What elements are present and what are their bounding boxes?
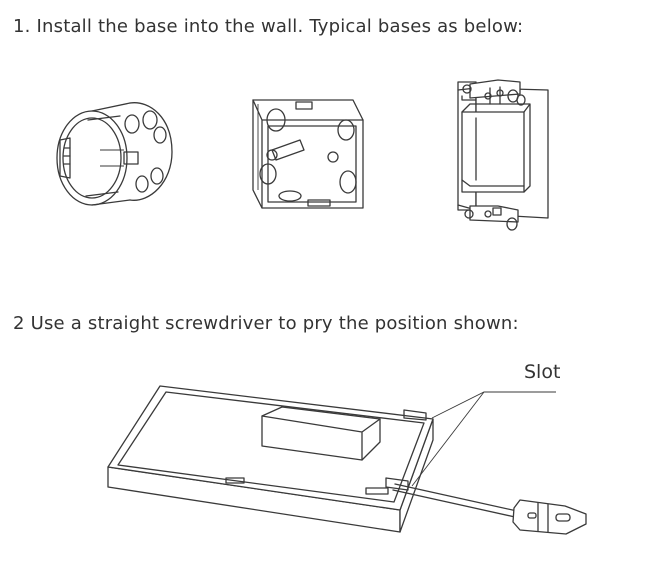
panel-pry-diagram (107, 385, 587, 535)
step-2-instruction: 2 Use a straight screwdriver to pry the … (13, 313, 519, 334)
step-1-instruction: 1. Install the base into the wall. Typic… (13, 16, 524, 37)
rectangular-gang-box (457, 79, 549, 231)
round-wall-base (56, 102, 173, 206)
square-wall-base (252, 99, 364, 209)
slot-label: Slot (524, 361, 561, 383)
